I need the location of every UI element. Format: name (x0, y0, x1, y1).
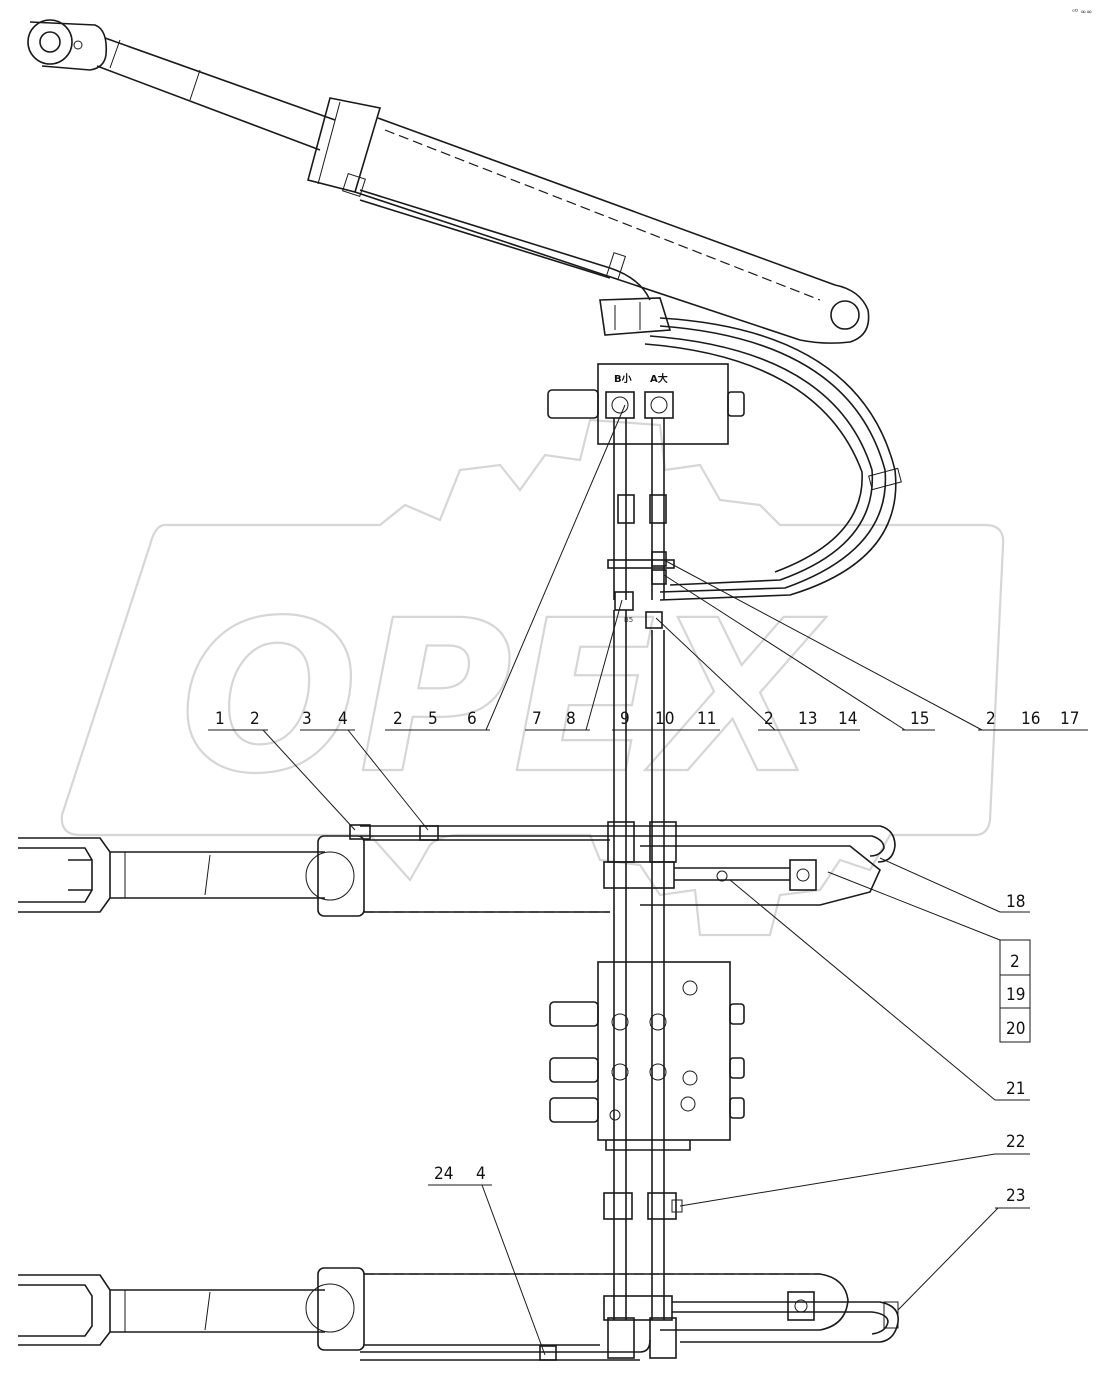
callout-20: 20 (1006, 1019, 1025, 1039)
lower-clamp (603, 1192, 683, 1220)
hose-loop (644, 317, 902, 601)
port-label-a: A大 (650, 372, 668, 385)
callout-2: 2 (250, 709, 260, 729)
middle-left-cylinder (18, 824, 610, 917)
valve-mark: B5 (624, 616, 633, 624)
watermark-text: OPEX (180, 575, 827, 820)
callout-13: 13 (798, 709, 817, 729)
callout-3: 3 (302, 709, 312, 729)
callout-14: 14 (838, 709, 857, 729)
callout-19: 19 (1006, 985, 1025, 1005)
callout-16: 16 (1021, 709, 1040, 729)
callout-17: 17 (1060, 709, 1079, 729)
vertical-tubes (613, 610, 665, 1320)
callout-2: 2 (764, 709, 774, 729)
corner-mark: ᵒᴰ ∞∞ (1072, 8, 1092, 16)
callout-2: 2 (393, 709, 403, 729)
callout-2: 2 (1010, 952, 1020, 972)
callout-2: 2 (986, 709, 996, 729)
callout-6: 6 (467, 709, 477, 729)
upper-valve-block: B小 A大 B5 (547, 363, 745, 629)
callout-22: 22 (1006, 1132, 1025, 1152)
upper-tilt-cylinder (27, 19, 870, 344)
callout-4: 4 (338, 709, 348, 729)
watermark-logo: OPEX (60, 418, 1005, 937)
bottom-cylinder (18, 1267, 899, 1361)
callout-4: 4 (476, 1164, 486, 1184)
callout-5: 5 (428, 709, 438, 729)
callout-7: 7 (532, 709, 542, 729)
callout-11: 11 (697, 709, 716, 729)
port-label-b: B小 (614, 372, 632, 385)
callout-8: 8 (566, 709, 576, 729)
callout-1: 1 (215, 709, 225, 729)
middle-right-cylinder (603, 821, 896, 906)
callout-labels: 1 2 3 4 2 5 6 7 8 9 10 11 2 13 14 15 2 1… (208, 404, 1088, 1356)
callout-24: 24 (434, 1164, 453, 1184)
callout-21: 21 (1006, 1079, 1025, 1099)
callout-9: 9 (620, 709, 630, 729)
callout-18: 18 (1006, 892, 1025, 912)
callout-15: 15 (910, 709, 929, 729)
main-valve-block (549, 961, 745, 1151)
callout-23: 23 (1006, 1186, 1025, 1206)
